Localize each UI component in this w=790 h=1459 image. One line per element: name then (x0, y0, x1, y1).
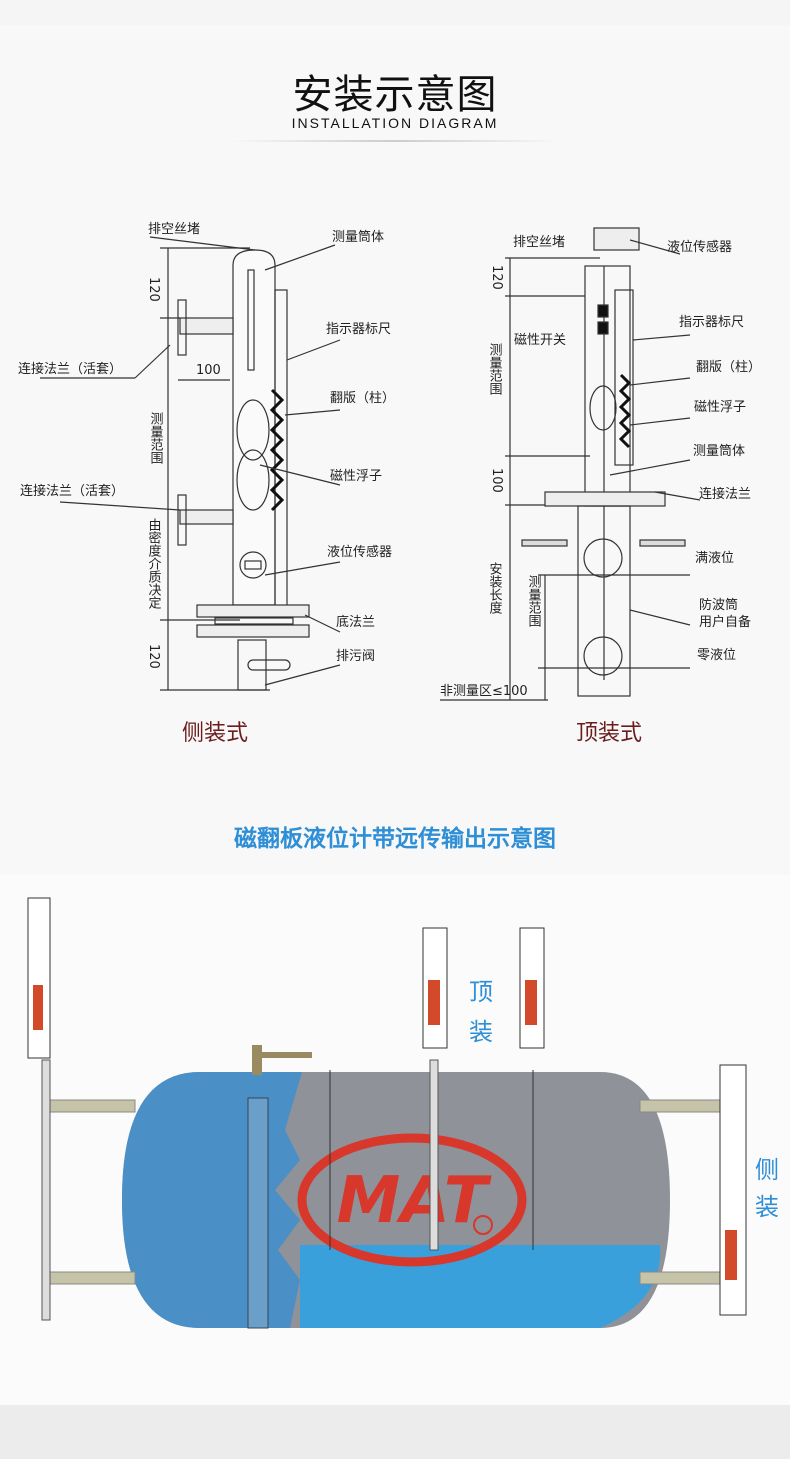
internal-chamber (247, 1097, 269, 1329)
caption-top-mount: 顶装式 (576, 721, 642, 746)
tank-cutaway (122, 1072, 302, 1328)
label-measuring-tube: 测量筒体 (332, 229, 384, 245)
top-mount-diagram (440, 227, 701, 701)
label-indicator-scale: 指示器标尺 (326, 322, 391, 337)
page-subtitle: INSTALLATION DIAGRAM (291, 115, 499, 131)
label-top-2: 装 (469, 1018, 493, 1046)
caption-side-mount: 侧装式 (182, 721, 248, 746)
label-flip-column: 翻版（柱） (696, 360, 761, 375)
label-install-length: 安装长度 (487, 562, 503, 614)
dim-arm: 100 (196, 363, 221, 378)
side-mount-labels: 排空丝堵 测量筒体 指示器标尺 连接法兰（活套） 100 翻版（柱） 磁性浮子 … (18, 222, 395, 746)
logo-ring (297, 1133, 527, 1267)
tank-diagram: MAT 顶 装 侧 装 (0, 875, 790, 1405)
label-measuring-tube: 测量筒体 (693, 443, 745, 459)
dim-top: 120 (489, 265, 504, 290)
label-flange-bottom: 连接法兰（活套） (20, 483, 124, 499)
label-measuring-range: 测量范围 (148, 412, 164, 464)
label-magnetic-float: 磁性浮子 (694, 400, 746, 415)
label-vent-plug: 排空丝堵 (513, 235, 565, 250)
label-measuring-range-2: 测量范围 (526, 575, 542, 627)
label-density-note: 由密度介质决定 (146, 518, 162, 610)
label-measuring-range: 测量范围 (487, 343, 503, 395)
label-flange-top: 连接法兰（活套） (18, 361, 122, 377)
label-full-level: 满液位 (695, 551, 734, 566)
gauge-right (719, 1064, 747, 1316)
liquid (300, 1245, 661, 1328)
label-side-1: 侧 (755, 1156, 779, 1184)
label-non-measuring: 非测量区≤100 (440, 684, 528, 699)
label-drain-valve: 排污阀 (336, 649, 375, 664)
label-user-supplied: 用户自备 (699, 614, 751, 630)
gauge-top-1 (422, 927, 448, 1049)
label-flip-column: 翻版（柱） (330, 391, 395, 406)
label-indicator-scale: 指示器标尺 (679, 315, 744, 330)
side-mount-diagram (40, 236, 341, 691)
top-mount-labels: 排空丝堵 液位传感器 120 指示器标尺 磁性开关 测量范围 翻版（柱） 磁性浮… (440, 235, 761, 746)
page-title: 安装示意图 (292, 72, 498, 118)
label-bottom-flange: 底法兰 (336, 614, 375, 630)
label-side-2: 装 (755, 1193, 779, 1221)
label-flange: 连接法兰 (699, 486, 751, 502)
dim-top: 120 (146, 277, 161, 302)
remote-title: 磁翻板液位计带远传输出示意图 (234, 825, 556, 852)
label-magnetic-float: 磁性浮子 (330, 469, 382, 484)
gauge-left (27, 897, 51, 1321)
footer-band (0, 1405, 790, 1459)
divider (230, 140, 560, 142)
dim-mid: 100 (489, 468, 504, 493)
label-wave-tube: 防波筒 (699, 597, 738, 613)
gauge-top-2 (519, 927, 545, 1049)
label-zero-level: 零液位 (697, 648, 736, 663)
label-top-1: 顶 (469, 978, 493, 1006)
dim-bottom: 120 (146, 644, 161, 669)
label-level-sensor: 液位传感器 (327, 544, 392, 560)
label-magnetic-switch: 磁性开关 (514, 333, 566, 348)
label-vent-plug: 排空丝堵 (148, 222, 200, 237)
logo-mat: MAT (337, 1164, 492, 1238)
label-level-sensor: 液位传感器 (667, 239, 732, 255)
